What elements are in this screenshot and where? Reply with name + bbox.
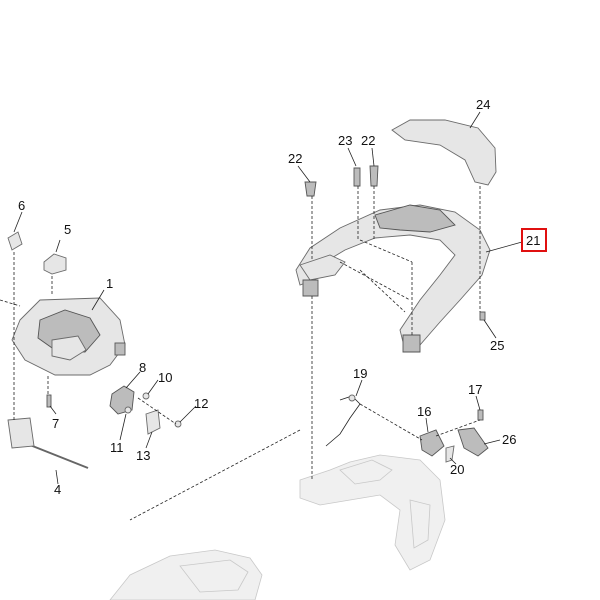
bolt-part-7 xyxy=(46,394,52,408)
callout-10: 10 xyxy=(158,370,172,385)
callout-6: 6 xyxy=(18,198,25,213)
bolt-part-17 xyxy=(477,409,484,421)
callout-17: 17 xyxy=(468,382,482,397)
callout-4: 4 xyxy=(54,482,61,497)
rear-frame-faint xyxy=(299,454,446,571)
callout-1: 1 xyxy=(106,276,113,291)
callout-22-left: 22 xyxy=(288,151,302,166)
bolts-part-22-23 xyxy=(304,165,379,197)
rear-carrier-part-21 xyxy=(295,204,491,353)
callout-16: 16 xyxy=(417,404,431,419)
cap-part-6 xyxy=(7,231,23,251)
seat-faint xyxy=(109,549,263,600)
callout-26: 26 xyxy=(502,432,516,447)
callout-labels: 1 4 5 6 7 8 10 11 12 13 16 17 19 20 21 2… xyxy=(18,97,540,497)
bolt-part-10 xyxy=(142,392,150,400)
lever-part-26 xyxy=(457,427,489,457)
rod-part-4 xyxy=(7,417,89,469)
callout-7: 7 xyxy=(52,416,59,431)
callout-19: 19 xyxy=(353,366,367,381)
callout-24: 24 xyxy=(476,97,490,112)
bracket-part-13 xyxy=(145,409,161,435)
callout-11: 11 xyxy=(110,440,124,455)
nut-part-11 xyxy=(124,406,132,414)
callout-12: 12 xyxy=(194,396,208,411)
backrest-part-24 xyxy=(391,119,497,186)
screw-part-25 xyxy=(479,311,486,321)
callout-23: 23 xyxy=(338,133,352,148)
cable-part-19 xyxy=(325,394,361,447)
callout-13: 13 xyxy=(136,448,150,463)
callout-22-right: 22 xyxy=(361,133,375,148)
callout-5: 5 xyxy=(64,222,71,237)
callout-8: 8 xyxy=(139,360,146,375)
callout-21: 21 xyxy=(526,233,540,248)
screw-part-12 xyxy=(174,420,182,428)
callout-20: 20 xyxy=(450,462,464,477)
spring-part-20 xyxy=(445,445,455,463)
cap-part-5 xyxy=(43,253,67,275)
leader-lines xyxy=(13,111,523,485)
bracket-part-1 xyxy=(11,297,126,376)
callout-25: 25 xyxy=(490,338,504,353)
latch-part-16 xyxy=(419,429,445,457)
assembly-dashed-lines xyxy=(0,186,481,521)
callout-21-highlight-box xyxy=(521,228,547,252)
